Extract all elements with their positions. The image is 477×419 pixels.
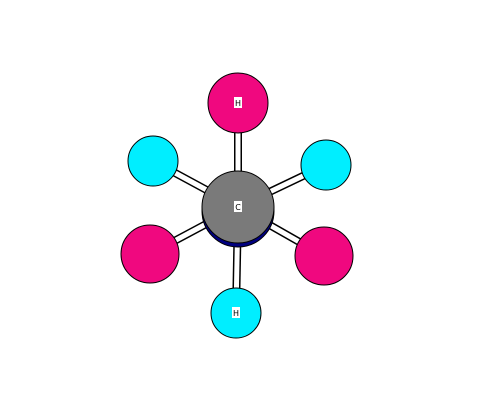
atom-sphere [127,135,179,187]
atom-sphere [120,224,180,284]
atom-label-background [234,97,242,108]
atom-h-upper-left [127,135,179,187]
atom-h-upper-right [300,139,352,191]
atom-label-background [232,307,240,318]
atom-h-top: H [207,72,269,134]
atom-label: H [233,309,239,318]
atom-label: H [235,99,241,108]
atom-sphere [294,226,354,286]
atoms-layer: H C H [120,72,354,339]
atom-label: C [235,203,241,212]
atom-sphere [300,139,352,191]
atom-h-bottom: H [210,287,262,339]
atom-h-lower-left [120,224,180,284]
atom-c-center: C [201,170,275,248]
atom-h-lower-right [294,226,354,286]
atom-label-background [234,201,242,212]
